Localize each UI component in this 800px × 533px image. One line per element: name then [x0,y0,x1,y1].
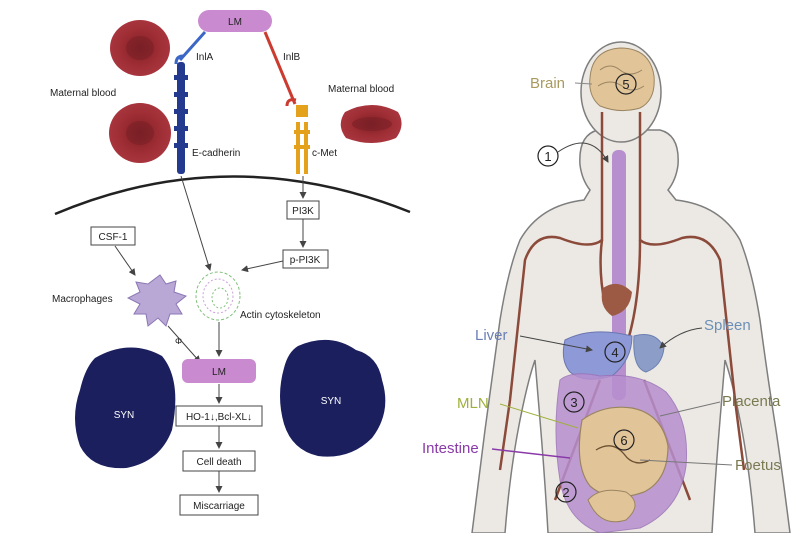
liver-label: Liver [475,327,508,344]
svg-text:5: 5 [622,77,629,92]
maternal-blood-left-label: Maternal blood [50,88,116,99]
inlb-line [263,31,297,105]
lm-bottom: LM [182,359,256,383]
c-met-label: c-Met [312,148,337,159]
placenta-label: Placenta [722,393,781,410]
e-cadherin-label: E-cadherin [192,148,240,159]
actin-cytoskeleton [195,271,241,321]
p-pi3k-label: p-PI3K [290,255,321,266]
svg-text:2: 2 [562,485,569,500]
svg-text:1: 1 [544,149,551,164]
inlb-label: InlB [283,52,301,63]
svg-text:6: 6 [620,433,627,448]
miscarriage-label: Miscarriage [193,501,245,512]
spleen-label: Spleen [704,317,751,334]
number-marker-2: 2 [555,481,577,503]
lm-top: LM [198,10,272,32]
svg-text:3: 3 [570,395,577,410]
macrophages-label: Macrophages [52,294,113,305]
macrophage-small-label: Φ [175,336,182,346]
inla-line [178,31,207,61]
heart-organ [601,283,632,316]
pi3k-label: PI3K [292,206,314,217]
cell-membrane [54,175,411,216]
red-blood-cell-1 [110,20,170,76]
number-marker-1: 1 [537,145,559,167]
number-marker-3: 3 [563,391,585,413]
cell-death-label: Cell death [196,457,241,468]
lm-bottom-label: LM [212,367,226,378]
syn-left-blob [75,347,176,469]
mln-label: MLN [457,395,489,412]
lm-top-label: LM [228,17,242,28]
maternal-blood-right-label: Maternal blood [328,84,394,95]
spleen-organ [633,334,665,373]
ho1-label: HO-1↓,Bcl-XL↓ [186,412,252,423]
csf1-box [90,226,136,246]
c-met-receptor [285,98,310,174]
foetus-organ [578,406,669,498]
p-pi3k-box [282,249,329,269]
intestine-label: Intestine [422,440,479,457]
macrophage-cell [126,274,188,327]
syn-left-label: SYN [114,410,135,421]
number-marker-5: 5 [615,73,637,95]
e-cadherin-receptor [174,54,188,174]
miscarriage-box [179,494,259,516]
number-marker-4: 4 [604,341,626,363]
actin-cytoskeleton-label: Actin cytoskeleton [240,310,321,321]
syn-right-blob [280,339,386,457]
syn-right-label: SYN [321,396,342,407]
foetus-label: Foetus [735,457,781,474]
csf1-label: CSF-1 [99,232,128,243]
red-blood-cell-2 [109,103,171,163]
right-panel: 5 1 4 3 6 2 Brain Liver Spleen MLN [422,41,791,533]
brain-label: Brain [530,75,565,92]
brain-organ [589,47,655,112]
red-blood-cell-3 [340,105,402,143]
svg-text:4: 4 [611,345,618,360]
number-marker-6: 6 [613,429,635,451]
left-panel: Maternal blood Maternal blood LM InlA In… [50,10,411,516]
inla-label: InlA [196,52,214,63]
foetus-lower [587,489,636,523]
